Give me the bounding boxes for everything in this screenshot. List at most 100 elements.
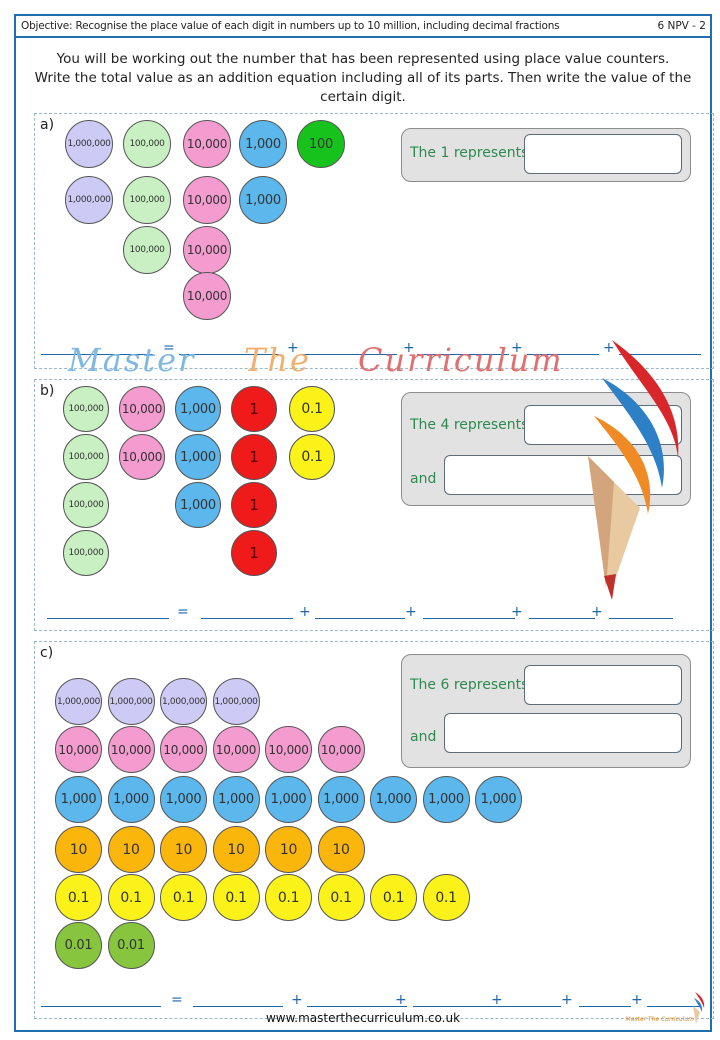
worksheet-code: 6 NPV - 2 — [657, 20, 706, 32]
million-counter: 1,000,000 — [65, 120, 113, 168]
thousand-counter: 1,000 — [239, 176, 287, 224]
one-counter: 1 — [231, 386, 277, 432]
hundred-counter: 100 — [297, 120, 345, 168]
answer-blank[interactable] — [527, 354, 599, 355]
ten-counter: 10 — [55, 826, 102, 873]
ten-thousand-counter: 10,000 — [212, 726, 260, 773]
answer-blank[interactable] — [41, 1006, 161, 1007]
plus-sign: + — [291, 992, 303, 1008]
million-counter: 1,000,000 — [160, 678, 207, 725]
thousand-counter: 1,000 — [175, 434, 221, 480]
ten-counter: 10 — [317, 826, 365, 873]
represents-answer-box-c[interactable] — [524, 665, 682, 705]
plus-sign: + — [603, 340, 615, 356]
answer-blank[interactable] — [47, 618, 169, 619]
represents-panel-c: The 6 represents and — [401, 654, 691, 768]
tenth-counter: 0.1 — [160, 874, 207, 921]
million-counter: 1,000,000 — [212, 678, 260, 725]
represents-answer-box-a[interactable] — [524, 134, 682, 174]
tenth-counter: 0.1 — [289, 434, 335, 480]
answer-blank[interactable] — [41, 354, 153, 355]
footer-brand: Master The Curriculum — [625, 1016, 694, 1023]
question-label-a: a) — [40, 117, 55, 133]
and-answer-box-c[interactable] — [444, 713, 682, 753]
ten-thousand-counter: 10,000 — [183, 272, 231, 320]
plus-sign: + — [631, 992, 643, 1008]
tenth-counter: 0.1 — [107, 874, 155, 921]
hundredth-counter: 0.01 — [107, 922, 155, 969]
footer-url[interactable]: www.masterthecurriculum.co.uk — [265, 1011, 461, 1025]
one-counter: 1 — [231, 434, 277, 480]
represents-label-b: The 4 represents — [410, 417, 529, 433]
answer-blank[interactable] — [315, 618, 405, 619]
hundred-thousand-counter: 100,000 — [63, 530, 109, 576]
thousand-counter: 1,000 — [175, 386, 221, 432]
ten-thousand-counter: 10,000 — [317, 726, 365, 773]
instruction-line-2: Write the total value as an addition equ… — [34, 70, 692, 105]
answer-blank[interactable] — [529, 618, 595, 619]
ten-thousand-counter: 10,000 — [119, 386, 165, 432]
answer-blank[interactable] — [619, 354, 701, 355]
instruction-line-1: You will be working out the number that … — [56, 51, 670, 67]
answer-blank[interactable] — [179, 354, 279, 355]
worksheet: Objective: Recognise the place value of … — [14, 14, 714, 1032]
answer-blank[interactable] — [507, 1006, 561, 1007]
plus-sign: + — [299, 604, 311, 620]
ten-counter: 10 — [212, 826, 260, 873]
ten-thousand-counter: 10,000 — [265, 726, 312, 773]
ten-thousand-counter: 10,000 — [183, 226, 231, 274]
equals-sign: = — [171, 992, 183, 1008]
answer-blank[interactable] — [417, 354, 509, 355]
answer-blank[interactable] — [579, 1006, 631, 1007]
million-counter: 1,000,000 — [55, 678, 102, 725]
tenth-counter: 0.1 — [422, 874, 470, 921]
million-counter: 1,000,000 — [107, 678, 155, 725]
plus-sign: + — [511, 604, 523, 620]
hundred-thousand-counter: 100,000 — [123, 176, 171, 224]
thousand-counter: 1,000 — [422, 776, 470, 823]
equals-sign: = — [163, 340, 175, 356]
and-label-b: and — [410, 471, 437, 487]
answer-blank[interactable] — [193, 1006, 283, 1007]
ten-thousand-counter: 10,000 — [107, 726, 155, 773]
plus-sign: + — [591, 604, 603, 620]
thousand-counter: 1,000 — [107, 776, 155, 823]
equals-sign: = — [177, 604, 189, 620]
plus-sign: + — [405, 604, 417, 620]
answer-blank[interactable] — [647, 1006, 701, 1007]
thousand-counter: 1,000 — [317, 776, 365, 823]
represents-label-a: The 1 represents — [410, 145, 529, 161]
ten-counter: 10 — [265, 826, 312, 873]
represents-panel-a: The 1 represents — [401, 128, 691, 182]
plus-sign: + — [395, 992, 407, 1008]
watermark-word-master: Master — [68, 341, 196, 379]
watermark-word-the: The — [244, 341, 311, 379]
answer-blank[interactable] — [301, 354, 397, 355]
tenth-counter: 0.1 — [370, 874, 417, 921]
tenth-counter: 0.1 — [317, 874, 365, 921]
answer-blank[interactable] — [201, 618, 293, 619]
tenth-counter: 0.1 — [265, 874, 312, 921]
ten-thousand-counter: 10,000 — [55, 726, 102, 773]
pencil-flame-logo — [588, 340, 679, 600]
instructions: You will be working out the number that … — [16, 50, 710, 107]
tenth-counter: 0.1 — [55, 874, 102, 921]
plus-sign: + — [287, 340, 299, 356]
ten-counter: 10 — [160, 826, 207, 873]
answer-blank[interactable] — [609, 618, 673, 619]
thousand-counter: 1,000 — [160, 776, 207, 823]
answer-blank[interactable] — [423, 618, 515, 619]
hundred-thousand-counter: 100,000 — [63, 386, 109, 432]
question-label-b: b) — [40, 383, 55, 399]
answer-blank[interactable] — [413, 1006, 507, 1007]
question-label-c: c) — [40, 645, 54, 661]
thousand-counter: 1,000 — [175, 482, 221, 528]
plus-sign: + — [491, 992, 503, 1008]
one-counter: 1 — [231, 482, 277, 528]
answer-blank[interactable] — [307, 1006, 407, 1007]
worksheet-header: Objective: Recognise the place value of … — [16, 16, 710, 38]
hundred-thousand-counter: 100,000 — [123, 226, 171, 274]
plus-sign: + — [403, 340, 415, 356]
ten-thousand-counter: 10,000 — [183, 176, 231, 224]
